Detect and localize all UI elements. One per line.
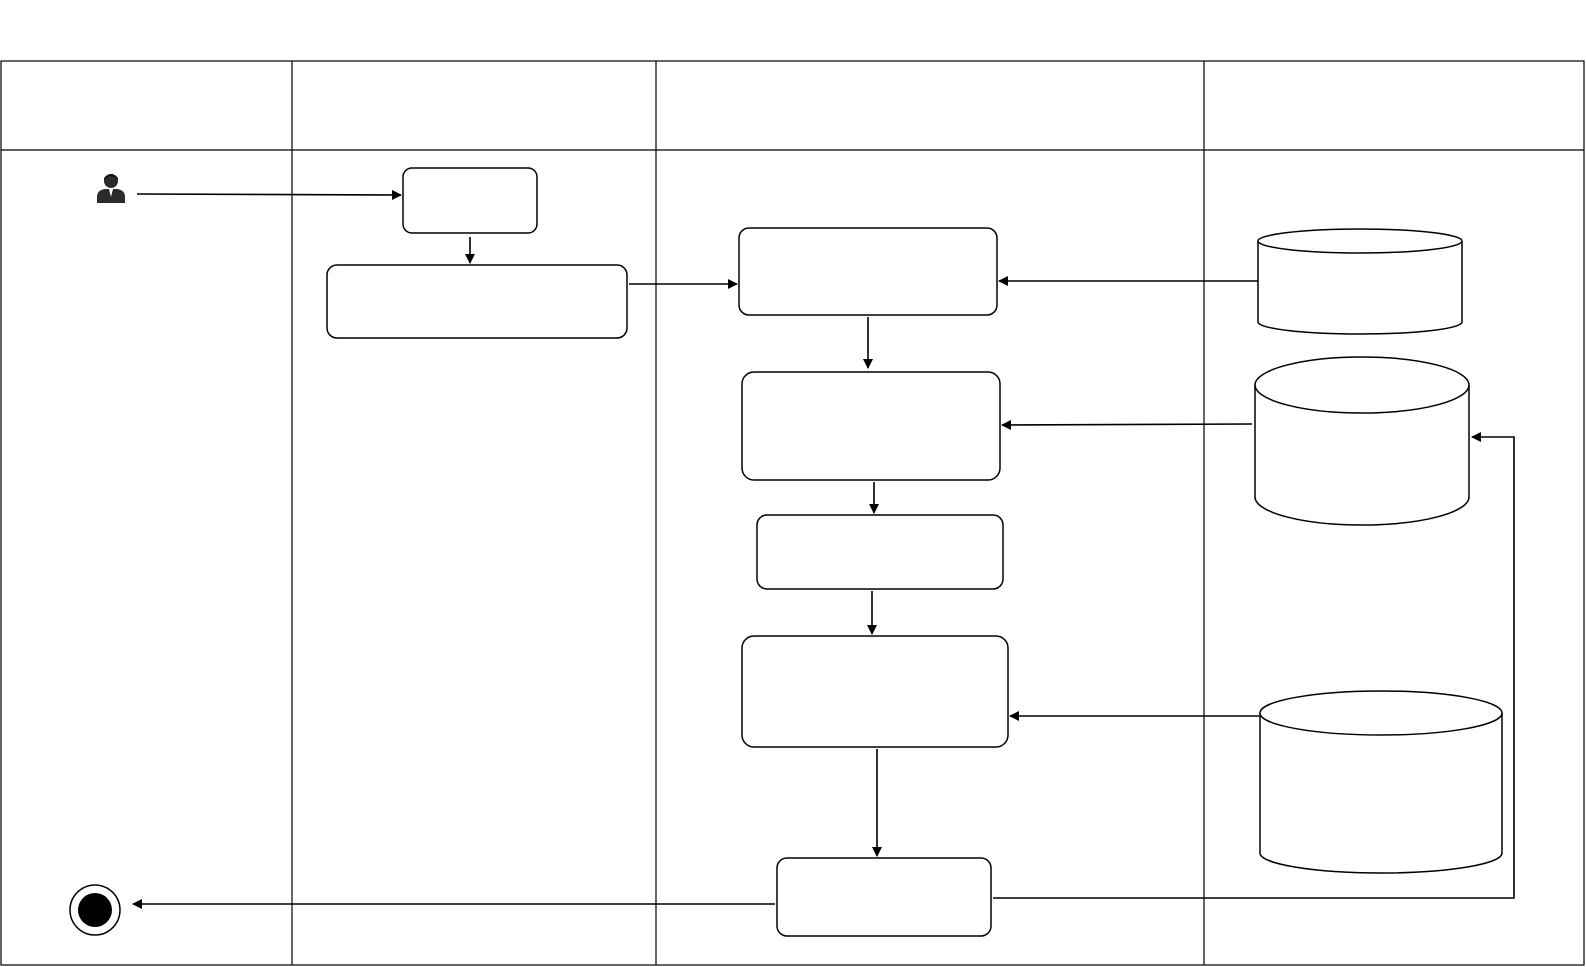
user-icon — [97, 174, 125, 203]
swimlane-frame — [0, 60, 1585, 966]
activity-nodes — [326, 167, 1009, 937]
activity-e — [756, 514, 1004, 590]
connectors — [132, 189, 1515, 909]
database-icon — [1254, 356, 1470, 526]
end-node — [69, 884, 121, 936]
activity-c — [738, 227, 998, 316]
edge-g-to-ds2 — [993, 432, 1515, 899]
lanes-border — [0, 60, 1585, 966]
activity-g — [776, 857, 992, 937]
activity-d — [741, 371, 1001, 481]
activity-a — [402, 167, 538, 234]
activity-f — [741, 635, 1009, 748]
edge-actor-to-a — [136, 189, 402, 200]
database-icon — [1257, 228, 1463, 335]
database-icon — [1259, 690, 1503, 874]
activity-b — [326, 264, 628, 339]
edge-ds2-to-d — [1001, 419, 1253, 430]
